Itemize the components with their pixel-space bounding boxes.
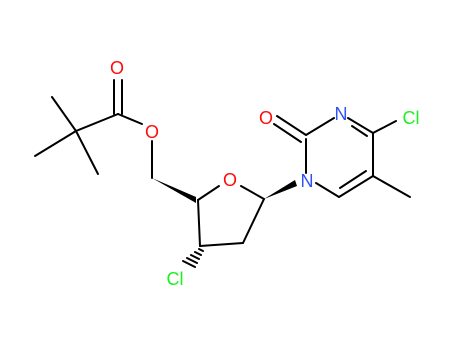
bond	[182, 260, 196, 268]
bond	[34, 130, 77, 157]
wedge-bond	[264, 180, 297, 199]
wedge-bond	[152, 178, 196, 203]
atom-label-layer: O O O Cl O N N Cl	[110, 58, 420, 289]
atom-label-carbonyl-oxygen: O	[110, 58, 124, 78]
atom-label-ring-oxygen: O	[223, 170, 237, 190]
bond	[194, 251, 202, 256]
bond	[51, 96, 77, 132]
bond	[305, 117, 335, 136]
bond	[372, 175, 411, 198]
bond	[372, 120, 397, 134]
bond	[198, 248, 204, 252]
bond	[276, 115, 307, 136]
atom-label-glycosidic-nitrogen: N	[301, 171, 314, 191]
atom-label-ester-oxygen: O	[145, 122, 159, 142]
bond	[339, 170, 367, 189]
bond	[75, 130, 99, 175]
bond	[347, 117, 374, 134]
bond-layer	[34, 79, 411, 268]
bond	[190, 254, 200, 260]
bond	[199, 242, 244, 247]
bond	[186, 257, 198, 264]
bond	[240, 185, 265, 200]
bond	[242, 198, 265, 244]
bond	[338, 175, 374, 198]
bond	[197, 199, 201, 247]
atom-label-base-carbonyl-oxygen: O	[259, 108, 273, 128]
bond	[273, 123, 302, 143]
bond	[351, 125, 368, 137]
atom-label-imine-nitrogen: N	[335, 104, 348, 124]
atom-label-sugar-chlorine: Cl	[167, 269, 184, 289]
bond	[197, 185, 220, 201]
hashed-bond	[182, 248, 204, 268]
bond	[75, 113, 119, 132]
atom-label-base-chlorine: Cl	[403, 108, 420, 128]
bond	[315, 182, 340, 198]
bond	[117, 113, 143, 125]
